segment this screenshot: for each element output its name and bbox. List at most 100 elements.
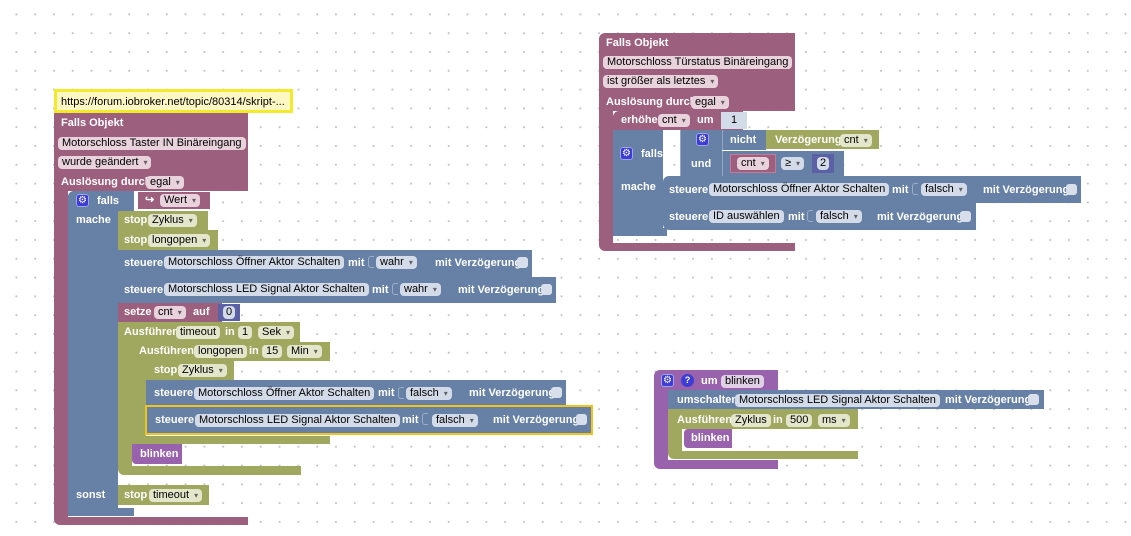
procedure-call-label: blinken: [140, 448, 179, 460]
by-label: um: [697, 114, 714, 126]
timer-name-field[interactable]: Zyklus: [731, 414, 771, 427]
set-label: setze: [124, 306, 152, 318]
delay-checkbox[interactable]: [960, 211, 971, 222]
input-notch: [422, 413, 428, 425]
control-object-field[interactable]: Motorschloss Öffner Aktor Schalten: [194, 387, 375, 400]
variable-dropdown[interactable]: cnt: [737, 157, 769, 170]
bool-dropdown[interactable]: wahr: [400, 283, 441, 296]
trigger-title: Falls Objekt: [606, 37, 669, 49]
delay-checkbox[interactable]: [576, 414, 587, 425]
not-label: nicht: [730, 134, 757, 146]
number-field[interactable]: 1: [728, 114, 741, 127]
delay-checkbox[interactable]: [1028, 394, 1039, 405]
operator-dropdown[interactable]: ≥: [781, 157, 805, 170]
delay-value-field[interactable]: 1: [238, 326, 253, 339]
timeout-block-arm: [118, 342, 132, 466]
control-object-field[interactable]: Motorschloss Öffner Aktor Schalten: [709, 183, 890, 196]
if-block[interactable]: [68, 191, 118, 516]
control-object-field[interactable]: Motorschloss LED Signal Aktor Schalten: [164, 283, 369, 296]
procedure-call-block[interactable]: [684, 429, 732, 448]
control-label: steuere: [669, 211, 709, 223]
delay-check-label: Verzögerung: [775, 134, 842, 146]
comment-text: https://forum.iobroker.net/topic/80314/s…: [61, 96, 285, 108]
control-object-field[interactable]: Motorschloss LED Signal Aktor Schalten: [195, 414, 400, 427]
stop-dropdown[interactable]: Zyklus: [148, 214, 197, 227]
timer-name-field[interactable]: longopen: [194, 345, 248, 358]
stop-label: stop: [154, 364, 178, 376]
gear-icon[interactable]: ⚙: [620, 147, 633, 160]
stop-dropdown[interactable]: timeout: [149, 489, 203, 502]
with-label: mit: [348, 257, 365, 269]
trigger-source-dropdown[interactable]: egal: [146, 176, 184, 189]
bool-dropdown[interactable]: wahr: [376, 256, 417, 269]
with-label: mit: [378, 387, 395, 399]
interval-value-field[interactable]: 500: [786, 414, 813, 427]
delay-value-field[interactable]: 15: [262, 345, 283, 358]
number-field[interactable]: 2: [817, 157, 830, 170]
bool-dropdown[interactable]: falsch: [921, 183, 967, 196]
toggle-object-field[interactable]: Motorschloss LED Signal Aktor Schalten: [735, 394, 940, 407]
delay-checkbox[interactable]: [1066, 184, 1077, 195]
help-icon[interactable]: ?: [681, 374, 694, 387]
trigger-condition-dropdown[interactable]: ist größer als letztes: [603, 75, 719, 88]
toggle-label: umschalten: [677, 394, 739, 406]
unit-dropdown[interactable]: ms: [818, 414, 850, 427]
trigger-condition-dropdown[interactable]: wurde geändert: [58, 156, 152, 169]
else-label: sonst: [76, 489, 106, 501]
gear-icon[interactable]: ⚙: [76, 194, 89, 207]
input-notch: [392, 283, 398, 295]
input-notch: [912, 183, 918, 195]
delay-checkbox[interactable]: [541, 284, 552, 295]
trigger-object-field[interactable]: Motorschloss Türstatus Binäreingang: [603, 56, 793, 69]
gear-icon[interactable]: ⚙: [696, 133, 709, 146]
trigger-object-field[interactable]: Motorschloss Taster IN Binäreingang: [58, 137, 246, 150]
number-field[interactable]: 0: [223, 306, 236, 319]
control-label: steuere: [124, 284, 164, 296]
delay-label: mit Verzögerung: [435, 257, 522, 269]
procedure-definition-bottom: [654, 460, 778, 469]
with-label: mit: [402, 414, 419, 426]
trigger-source-label: Auslösung durch: [606, 96, 697, 108]
control-object-field[interactable]: Motorschloss Öffner Aktor Schalten: [164, 256, 345, 269]
trigger-source-dropdown[interactable]: egal: [691, 96, 729, 109]
delay-checkbox[interactable]: [517, 257, 528, 268]
control-label: steuere: [124, 257, 164, 269]
bool-dropdown[interactable]: falsch: [816, 210, 862, 223]
interval-block-bottom: [668, 451, 858, 459]
variable-dropdown[interactable]: cnt: [840, 134, 872, 147]
variable-dropdown[interactable]: cnt: [658, 114, 690, 127]
trigger-title: Falls Objekt: [61, 117, 124, 129]
if-block-footer: [613, 228, 667, 236]
procedure-name-field[interactable]: blinken: [721, 375, 764, 388]
delay-label: mit Verzögerung: [983, 184, 1070, 196]
delay-label: mit Verzögerung: [493, 414, 580, 426]
unit-dropdown[interactable]: Sek: [258, 326, 294, 339]
stop-label: stop: [124, 489, 148, 501]
bool-dropdown[interactable]: falsch: [432, 414, 478, 427]
variable-dropdown[interactable]: cnt: [154, 306, 186, 319]
stop-label: stop: [124, 234, 148, 246]
and-label: und: [691, 158, 712, 170]
value-dropdown[interactable]: Wert: [160, 194, 201, 207]
stop-dropdown[interactable]: longopen: [148, 234, 211, 247]
do-label: mache: [76, 214, 111, 226]
trigger-block-bottom: [54, 517, 248, 525]
unit-dropdown[interactable]: Min: [287, 345, 322, 358]
with-label: mit: [788, 211, 805, 223]
delay-label: mit Verzögerung: [469, 387, 556, 399]
stop-dropdown[interactable]: Zyklus: [178, 364, 227, 377]
to-label: um: [701, 375, 718, 387]
procedure-call-block[interactable]: [132, 444, 182, 464]
trigger-block-arm: [54, 191, 68, 517]
if-label: falls: [97, 195, 120, 207]
logic-not-block[interactable]: [722, 130, 766, 150]
delay-checkbox[interactable]: [551, 387, 562, 398]
control-object-field[interactable]: ID auswählen: [709, 210, 784, 223]
gear-icon[interactable]: ⚙: [661, 374, 674, 387]
comment-bubble[interactable]: https://forum.iobroker.net/topic/80314/s…: [54, 89, 293, 113]
timeout-block-arm: [132, 361, 146, 436]
bool-dropdown[interactable]: falsch: [406, 387, 452, 400]
delay-label: mit Verzögerung: [877, 211, 964, 223]
with-label: mit: [892, 184, 909, 196]
timer-name-field[interactable]: timeout: [176, 326, 221, 339]
